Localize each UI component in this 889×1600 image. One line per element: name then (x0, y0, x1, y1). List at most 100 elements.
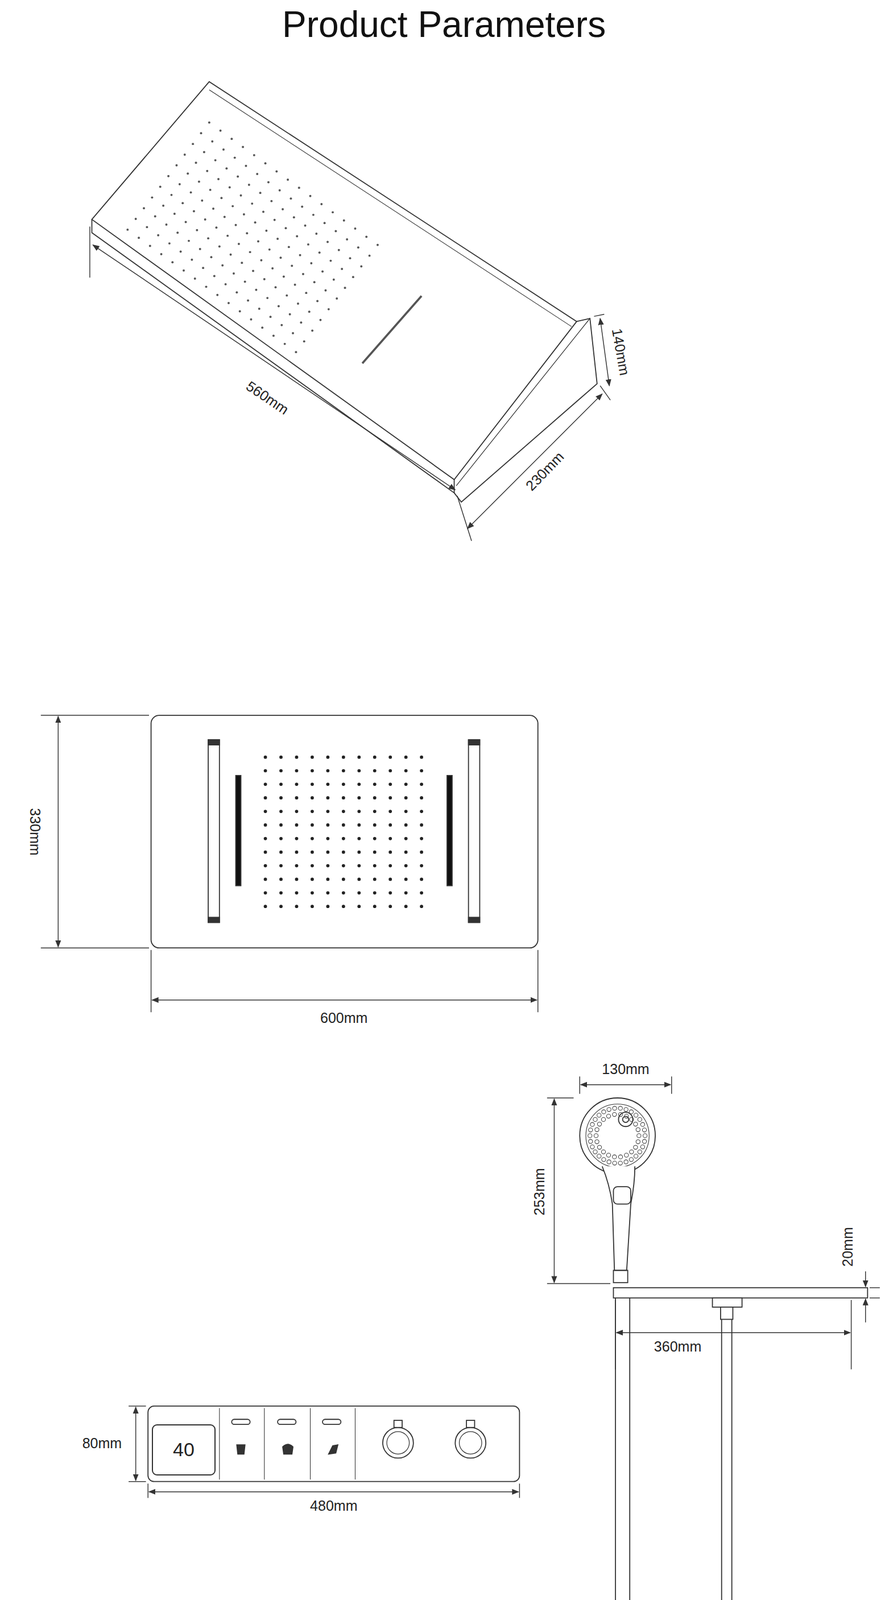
nozzle (178, 183, 181, 186)
nozzle (327, 308, 330, 311)
extension-line (40, 714, 150, 716)
dimension-label: 330mm (26, 806, 43, 858)
nozzle (195, 161, 198, 164)
nozzle (404, 769, 408, 773)
nozzle (606, 1107, 611, 1112)
top-dimensions (89, 226, 611, 541)
nozzle (226, 234, 229, 238)
nozzle (368, 254, 371, 258)
nozzle (388, 891, 392, 895)
nozzle (304, 224, 307, 227)
nozzle (388, 755, 392, 760)
nozzle (404, 809, 408, 814)
nozzle (302, 273, 305, 276)
nozzle (187, 240, 190, 243)
nozzle (295, 796, 299, 800)
light-bar-cap (468, 917, 481, 923)
nozzle (263, 891, 268, 895)
nozzle (209, 188, 212, 192)
nozzle (419, 755, 424, 760)
light-bar-cap (468, 739, 481, 746)
nozzle (373, 796, 377, 800)
nozzle (612, 1106, 617, 1111)
nozzle (419, 837, 424, 841)
nozzle (326, 850, 330, 855)
nozzle (150, 196, 154, 199)
dimension-label: 20mm (840, 1225, 857, 1269)
nozzle (273, 218, 276, 222)
nozzle (159, 185, 162, 189)
nozzle (404, 755, 408, 760)
nozzle (279, 891, 283, 895)
nozzle (241, 146, 245, 149)
panel-outline (147, 1406, 520, 1483)
nozzle (419, 769, 424, 773)
nozzle (231, 205, 234, 208)
nozzle (279, 796, 283, 800)
nozzle (419, 864, 424, 868)
nozzle (319, 319, 322, 322)
temperature-display: 40 (151, 1424, 215, 1476)
nozzle (326, 823, 330, 828)
nozzle (373, 891, 377, 895)
hand-shower-head (579, 1098, 656, 1174)
nozzle (388, 864, 392, 868)
riser-pipe (614, 1298, 616, 1600)
nozzle (324, 289, 327, 292)
nozzle (310, 782, 314, 787)
nozzle (279, 904, 283, 909)
nozzle (357, 755, 361, 760)
nozzle (310, 878, 314, 882)
nozzle (633, 1122, 638, 1127)
nozzle (259, 191, 262, 194)
nozzle (234, 224, 238, 227)
nozzle (624, 1153, 629, 1158)
nozzle (629, 1150, 634, 1155)
extension-line (850, 1300, 852, 1370)
ceiling-shower-panel (151, 715, 539, 949)
nozzle (590, 1122, 595, 1127)
nozzle (329, 259, 332, 263)
nozzle (357, 769, 361, 773)
nozzle (640, 1122, 645, 1127)
knob-ring (459, 1432, 482, 1455)
extension-line (519, 1483, 520, 1499)
nozzle (326, 878, 330, 882)
nozzle (419, 823, 424, 828)
dimension-line (151, 999, 537, 1001)
nozzle (419, 904, 424, 909)
nozzle (606, 1114, 611, 1119)
nozzle (349, 257, 352, 260)
nozzle (310, 891, 314, 895)
nozzle (342, 219, 346, 222)
nozzle (295, 769, 299, 773)
indicator (231, 1419, 250, 1425)
nozzle (341, 864, 346, 868)
nozzle (388, 904, 392, 909)
nozzle (263, 864, 268, 868)
nozzle (295, 878, 299, 882)
nozzle (179, 250, 183, 253)
nozzle (263, 755, 268, 760)
nozzle (618, 1106, 623, 1111)
riser-pipe (629, 1298, 631, 1600)
nozzle (334, 230, 337, 233)
nozzle (287, 245, 291, 248)
extension-line (614, 1300, 616, 1370)
divider (354, 1408, 356, 1481)
nozzle (290, 265, 293, 268)
dimension-label: 130mm (600, 1061, 651, 1078)
nozzle (271, 267, 274, 270)
nozzle (279, 878, 283, 882)
nozzle (341, 878, 346, 882)
nozzle (173, 212, 176, 215)
nozzle (192, 210, 196, 213)
nozzle (267, 180, 270, 184)
dimension-label: 480mm (308, 1498, 359, 1515)
nozzle (279, 755, 283, 760)
nozzle (593, 1117, 598, 1122)
nozzle (291, 332, 295, 335)
dimension-line (149, 1491, 519, 1493)
knob (382, 1428, 414, 1459)
nozzle (255, 172, 259, 176)
